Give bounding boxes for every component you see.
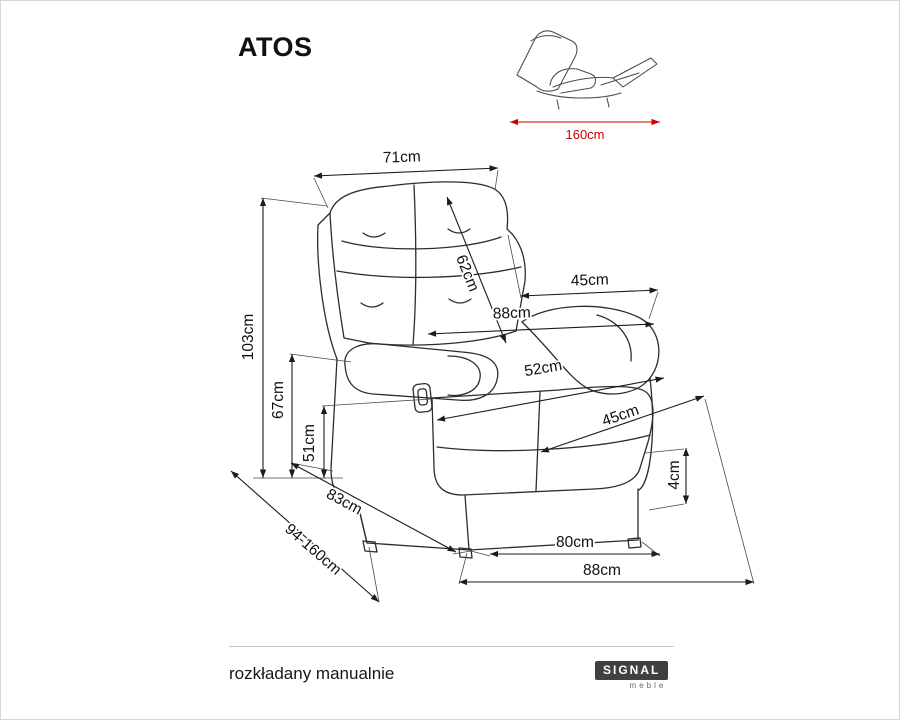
dim-label-base-width: 80cm <box>556 534 594 551</box>
brand-logo-text: SIGNAL <box>595 661 669 680</box>
recliner-drawing <box>317 181 660 559</box>
dim-label-seat-height: 51cm <box>301 424 318 462</box>
dim-base-depth: 83cm <box>290 462 457 553</box>
footer-note: rozkładany manualnie <box>229 664 395 683</box>
dim-label-extended-length: 160cm <box>565 127 604 142</box>
dim-seat-depth: 45cm <box>540 395 705 453</box>
dim-label-seat-depth: 45cm <box>600 402 641 430</box>
dim-base-width: 80cm <box>490 532 660 558</box>
dim-label-backrest-top-width: 71cm <box>383 148 421 166</box>
dim-label-armrest-height: 67cm <box>270 381 287 419</box>
extension-lines <box>253 169 755 603</box>
footer-divider <box>229 646 674 647</box>
dim-total-width: 88cm <box>459 560 754 586</box>
dim-label-upper-width: 88cm <box>493 304 531 322</box>
reclined-chair-thumbnail <box>516 30 658 110</box>
dimensions-layer: 71cm 62cm 45cm 88cm 103cm 67cm <box>230 147 754 603</box>
dim-backrest-depth-top: 45cm <box>520 270 659 299</box>
dim-foot-height: 4cm <box>664 448 690 504</box>
dim-backrest-top-width: 71cm <box>313 147 499 179</box>
dim-extended-length: 160cm <box>510 118 660 142</box>
product-title: ATOS <box>238 32 313 62</box>
dim-label-foot-height: 4cm <box>666 460 683 489</box>
dim-label-total-width: 88cm <box>583 562 621 579</box>
dim-label-seat-width: 52cm <box>523 357 563 380</box>
dim-depth-range: 94-160cm <box>230 470 380 603</box>
dim-armrest-height: 67cm <box>268 354 296 478</box>
dim-upper-width: 88cm <box>427 303 655 337</box>
dim-label-backrest-depth-top: 45cm <box>571 271 609 289</box>
dim-label-base-depth: 83cm <box>323 486 364 519</box>
dim-label-total-height: 103cm <box>240 314 257 361</box>
dim-total-height: 103cm <box>238 198 267 478</box>
dim-label-depth-range: 94-160cm <box>281 521 344 579</box>
brand-logo: SIGNAL meble <box>595 661 669 690</box>
brand-logo-subtext: meble <box>629 681 667 690</box>
